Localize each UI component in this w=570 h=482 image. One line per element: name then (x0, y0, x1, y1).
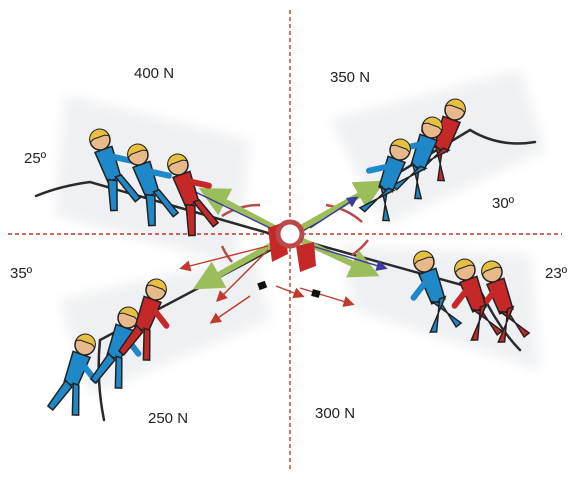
tug-of-war-teams (46, 98, 531, 416)
bottom-right-puller-3-figure (410, 250, 463, 333)
bottom-left-puller-1-figure (46, 333, 99, 416)
force-label-bottom-left: 250 N (148, 410, 189, 427)
force-label-top-left: 400 N (134, 65, 175, 82)
top-left-puller-3-figure (167, 153, 220, 237)
bottom-right-puller-2-figure (451, 258, 504, 341)
top-left-puller-1-figure (89, 128, 142, 212)
arrow-300N (289, 233, 380, 278)
angle-label-bottom-right: 23º (545, 265, 568, 282)
center-ring (275, 219, 305, 249)
angle-label-top-right: 30º (492, 195, 515, 212)
top-left-puller-2-figure (127, 143, 180, 227)
force-label-bottom-right: 300 N (315, 405, 356, 422)
bottom-left-puller-3-figure (117, 278, 170, 361)
bottom-right-puller-1-figure (478, 260, 531, 343)
top-right-puller-3-figure (358, 138, 411, 222)
angle-label-bottom-left: 35º (10, 265, 33, 282)
center-knot (257, 219, 321, 298)
force-label-top-right: 350 N (330, 69, 371, 86)
arrow-350N (289, 180, 386, 236)
component-arrows (179, 184, 388, 324)
angle-label-top-left: 25º (24, 150, 47, 167)
